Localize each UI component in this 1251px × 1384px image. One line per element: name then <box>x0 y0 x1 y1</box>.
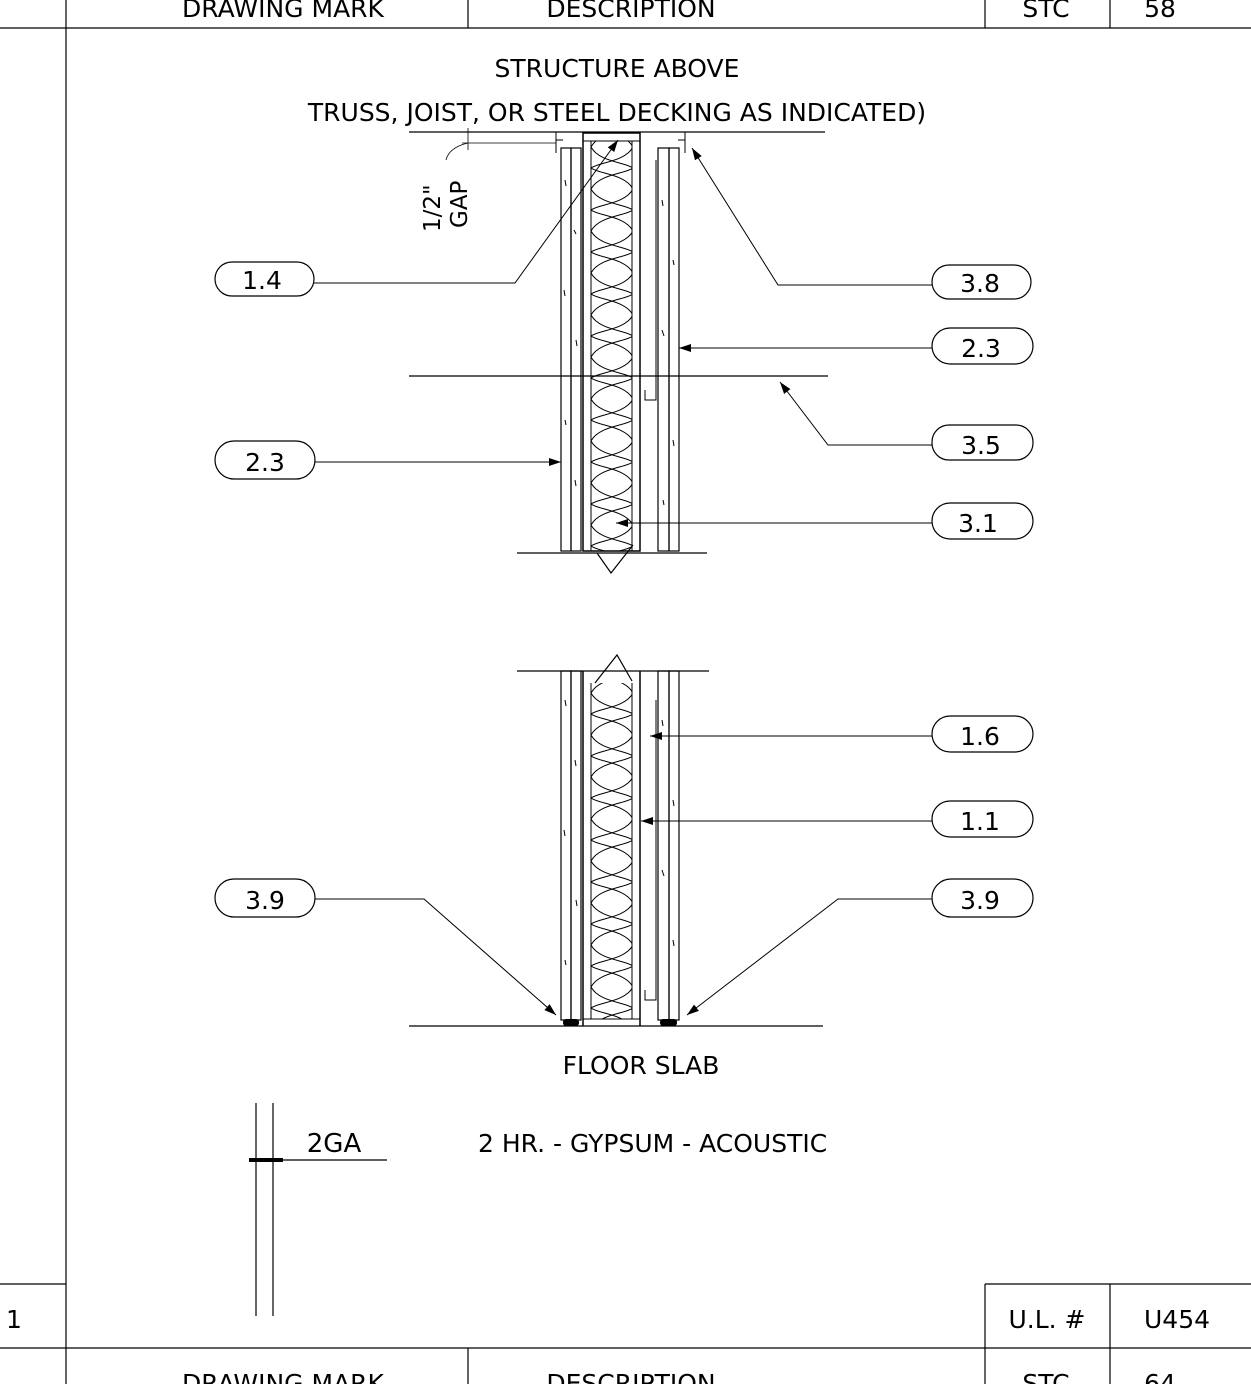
footer-row: 1 U.L. # U454 <box>6 1305 1210 1334</box>
structure-above-label: STRUCTURE ABOVE <box>495 54 740 83</box>
svg-text:1.6: 1.6 <box>960 722 1000 751</box>
svg-text:3.9: 3.9 <box>245 886 285 915</box>
header-stc-label-bottom: STC <box>1022 1369 1069 1384</box>
header-drawing-mark: DRAWING MARK <box>182 0 384 23</box>
row-number: 1 <box>6 1305 22 1334</box>
callout-3-8: 3.8 <box>691 147 1032 300</box>
header-stc-value-bottom: 64 <box>1144 1369 1176 1384</box>
svg-text:1.1: 1.1 <box>960 807 1000 836</box>
callout-2-3-left: 2.3 <box>214 440 561 480</box>
gap-size: 1/2" <box>420 184 446 232</box>
callout-1-4: 1.4 <box>214 139 619 297</box>
callout-1-6: 1.6 <box>650 715 1034 753</box>
gap-label: GAP <box>447 180 473 228</box>
svg-text:3.8: 3.8 <box>960 269 1000 298</box>
header-top: DRAWING MARK DESCRIPTION STC 58 <box>182 0 1176 23</box>
wall-section-lower <box>409 653 823 1027</box>
svg-text:3.5: 3.5 <box>961 431 1001 460</box>
ul-value: U454 <box>1144 1305 1210 1334</box>
wall-type-mark: 2GA 2 HR. - GYPSUM - ACOUSTIC <box>249 1103 827 1316</box>
assembly-mark: 2GA <box>307 1129 362 1159</box>
svg-text:3.1: 3.1 <box>958 509 998 538</box>
header-description-bottom: DESCRIPTION <box>546 1369 715 1384</box>
wall-section-upper <box>517 132 707 575</box>
svg-text:2.3: 2.3 <box>245 448 285 477</box>
callout-3-9-left: 3.9 <box>214 878 557 1016</box>
assembly-description: 2 HR. - GYPSUM - ACOUSTIC <box>478 1129 827 1158</box>
gap-dimension: 1/2" GAP <box>420 128 556 232</box>
header-description: DESCRIPTION <box>546 0 715 23</box>
callout-3-1: 3.1 <box>616 502 1034 540</box>
header-bottom: DRAWING MARK DESCRIPTION STC 64 <box>182 1369 1176 1384</box>
callout-2-3-right: 2.3 <box>679 327 1034 365</box>
header-drawing-mark-bottom: DRAWING MARK <box>182 1369 384 1384</box>
floor-slab-label: FLOOR SLAB <box>563 1051 720 1080</box>
callout-3-5: 3.5 <box>779 381 1034 461</box>
svg-text:1.4: 1.4 <box>242 266 282 295</box>
svg-text:2.3: 2.3 <box>961 334 1001 363</box>
ul-label: U.L. # <box>1008 1305 1085 1334</box>
callout-3-9-right: 3.9 <box>686 878 1034 1016</box>
svg-text:3.9: 3.9 <box>960 886 1000 915</box>
structure-note: TRUSS, JOIST, OR STEEL DECKING AS INDICA… <box>307 98 926 127</box>
header-stc-label: STC <box>1022 0 1069 23</box>
header-stc-value: 58 <box>1144 0 1176 23</box>
callout-1-1: 1.1 <box>641 800 1034 838</box>
